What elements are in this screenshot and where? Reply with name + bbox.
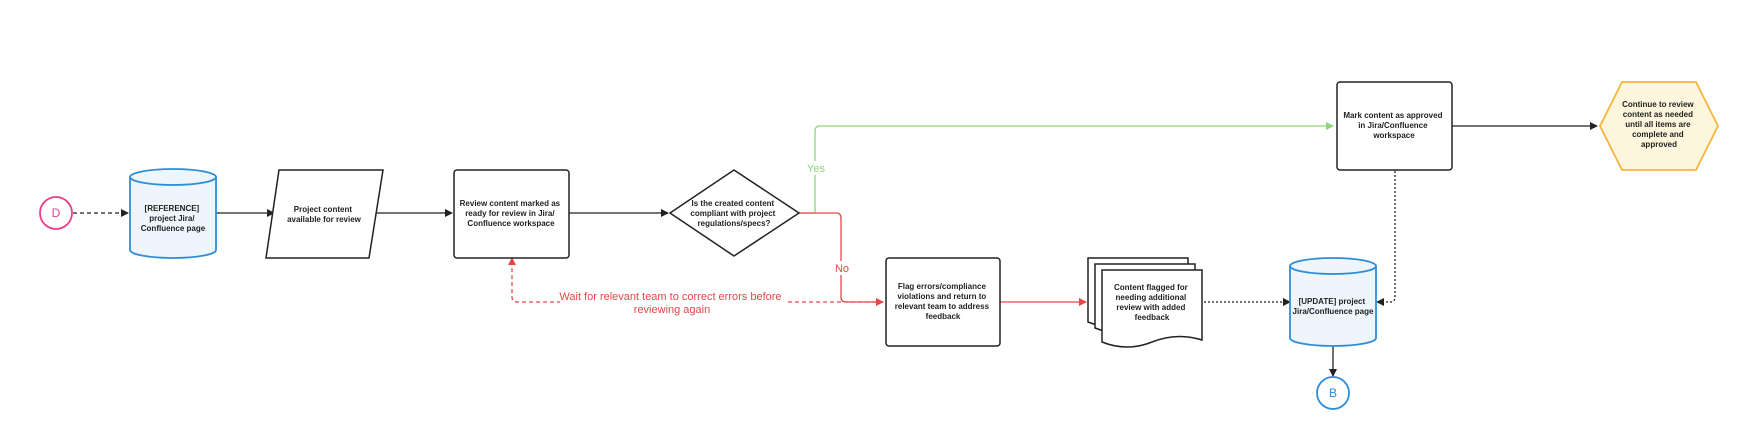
edge-approved-to-update (1376, 171, 1396, 306)
edges (73, 122, 1598, 377)
continue-review-label: Continue to review content as needed unt… (1622, 100, 1696, 149)
no-label-bg (832, 261, 852, 275)
no-label: No (835, 263, 849, 275)
yes-label-bg (806, 161, 826, 175)
mark-approved-node[interactable]: Mark content as approved in Jira/Conflue… (1336, 81, 1453, 171)
project-content-node[interactable]: Project content available for review (265, 169, 384, 259)
wait-label: Wait for relevant team to correct errors… (559, 291, 784, 316)
update-database[interactable]: [UPDATE] project Jira/Confluence page (1289, 257, 1377, 347)
project-content-label: Project content available for review (287, 205, 362, 224)
review-content-node[interactable]: Review content marked as ready for revie… (453, 169, 570, 259)
content-flagged-label: Content flagged for needing additional r… (1114, 283, 1190, 322)
compliance-decision-label: Is the created content compliant with pr… (690, 199, 777, 228)
connector-d-label: D (52, 206, 61, 220)
update-database-label: [UPDATE] project Jira/Confluence page (1293, 297, 1374, 316)
flag-errors-label: Flag errors/compliance violations and re… (895, 282, 992, 321)
connector-b-label: B (1329, 386, 1337, 400)
yes-label: Yes (807, 163, 825, 175)
edge-wait-loop (508, 257, 883, 303)
connector-d[interactable]: D (39, 196, 73, 230)
edge-no (797, 212, 884, 306)
flag-errors-node[interactable]: Flag errors/compliance violations and re… (885, 257, 1001, 347)
reference-database-label: [REFERENCE] project Jira/ Confluence pag… (141, 204, 206, 233)
content-flagged-documents[interactable]: Content flagged for needing additional r… (1087, 257, 1203, 348)
review-content-label: Review content marked as ready for revie… (460, 199, 563, 228)
reference-database[interactable]: [REFERENCE] project Jira/ Confluence pag… (129, 168, 217, 259)
wait-label-bg (560, 288, 788, 318)
connector-b[interactable]: B (1316, 376, 1350, 410)
edge-yes (797, 122, 1334, 214)
mark-approved-label: Mark content as approved in Jira/Conflue… (1343, 111, 1444, 140)
continue-review-node[interactable]: Continue to review content as needed unt… (1598, 81, 1720, 171)
compliance-decision[interactable]: Is the created content compliant with pr… (668, 169, 801, 257)
